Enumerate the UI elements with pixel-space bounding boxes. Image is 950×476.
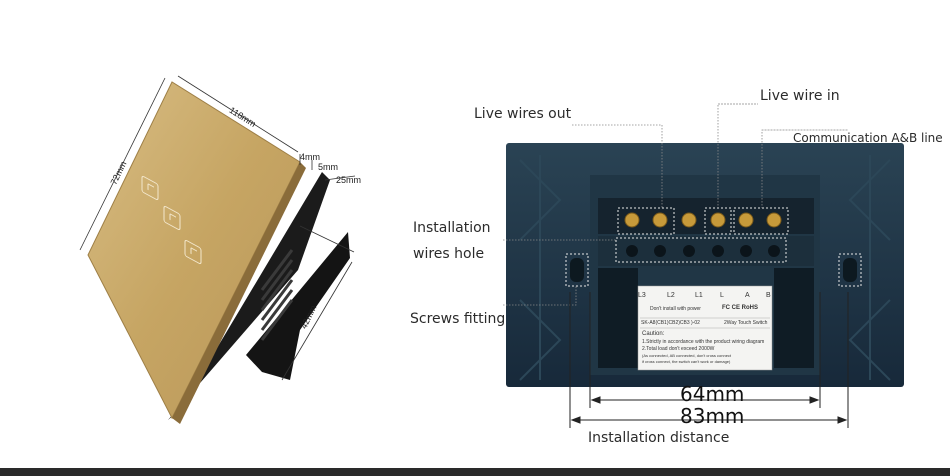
- right-switch-back: [503, 103, 904, 428]
- sticker-model: SK-A8(CB1)CB2)CB3 )-02: [641, 320, 700, 326]
- callout-leaders: [503, 103, 848, 306]
- sticker-caution-4: if cross connect, the switch can't work …: [642, 359, 731, 364]
- terminal-label-l2: L2: [667, 292, 675, 299]
- touch-button-icon-2: [163, 205, 181, 231]
- sticker-model-suffix: 2Way Touch Switch: [724, 320, 768, 326]
- touch-buttons: [141, 175, 202, 265]
- sticker-caution-3: (As connected, AB connected, don't cross…: [642, 353, 732, 358]
- terminal-label-b: B: [766, 292, 771, 299]
- callout-install-distance: Installation distance: [588, 430, 730, 446]
- switch-black-frame: [168, 172, 330, 420]
- left-switch: [79, 75, 356, 424]
- callout-screws: Screws fitting: [410, 311, 506, 327]
- sticker-caution-2: 2.Total load don't exceed 2000W: [642, 346, 715, 352]
- callout-highlights: [565, 207, 862, 287]
- left-dimension-lines: [79, 75, 356, 381]
- dim-step: 5mm: [318, 162, 338, 172]
- sticker-caution-1: 1.Strictly in accordance with the produc…: [642, 339, 765, 345]
- dim-glass: 4mm: [300, 152, 320, 162]
- terminal-label-l3: L3: [638, 292, 646, 299]
- dim-depth: 25mm: [336, 175, 362, 185]
- bottom-border: [0, 468, 950, 476]
- callout-installation: Installation: [413, 220, 491, 236]
- callout-live-wire-in: Live wire in: [760, 88, 840, 104]
- terminal-screws: [624, 212, 782, 228]
- switch-back-box: [246, 232, 350, 380]
- callout-live-wires-out: Live wires out: [474, 106, 572, 122]
- side-vents: [598, 268, 814, 368]
- switch-vent-slits: [260, 249, 294, 341]
- sticker-warning: Don't install with power: [650, 306, 701, 312]
- back-plate-ribs: [519, 155, 891, 381]
- measure-inner: 64mm: [680, 382, 745, 406]
- touch-button-icon-3: [184, 239, 202, 265]
- terminal-label-l: L: [720, 292, 724, 299]
- terminal-label-l1: L1: [695, 292, 703, 299]
- mounting-screws: [570, 258, 857, 282]
- measurement-lines: [569, 292, 849, 428]
- gold-panel-edge: [172, 162, 306, 424]
- sticker-cert: FC CE RoHS: [722, 305, 758, 311]
- wire-holes: [626, 245, 780, 257]
- terminal-label-a: A: [745, 292, 750, 299]
- callout-communication: Communication A&B line: [793, 131, 943, 145]
- touch-button-icon-1: [141, 175, 159, 201]
- sticker-caution-title: Caution:: [642, 331, 665, 337]
- callout-wires-hole: wires hole: [413, 246, 485, 262]
- measure-outer: 83mm: [680, 404, 745, 428]
